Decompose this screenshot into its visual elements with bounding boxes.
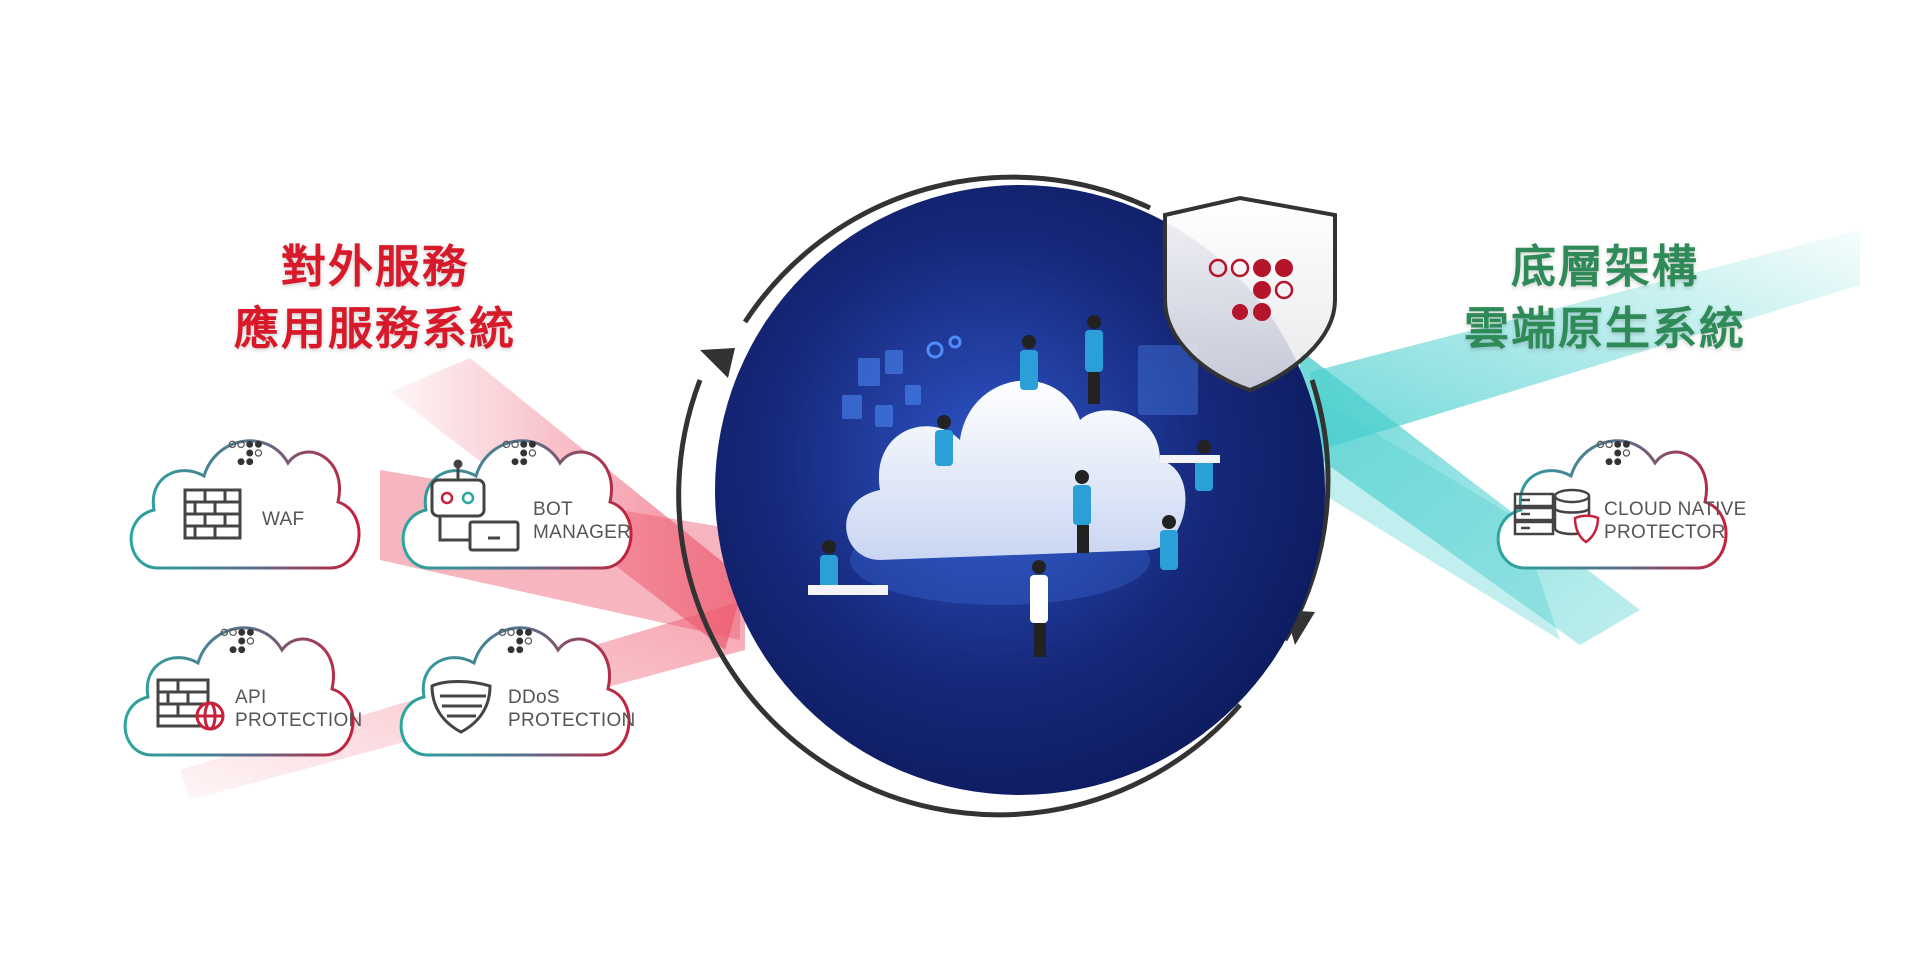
product-card-waf[interactable]: WAF bbox=[129, 439, 361, 570]
people-illustration bbox=[808, 315, 1220, 657]
beam-teal-lower bbox=[1300, 350, 1640, 645]
heading-right-line1: 底層架構 bbox=[1510, 240, 1699, 293]
card-label-ddos-line1: DDoS bbox=[508, 687, 560, 708]
server-database-shield-icon bbox=[1513, 488, 1600, 544]
product-card-cloud-native-protector[interactable]: CLOUD NATIVE PROTECTOR bbox=[1496, 439, 1747, 570]
cycle-arrow-top-left-icon bbox=[700, 348, 735, 378]
card-label-bot-line2: MANAGER bbox=[533, 522, 631, 543]
card-label-cnp-line2: PROTECTOR bbox=[1604, 522, 1726, 543]
product-card-api-protection[interactable]: API PROTECTION bbox=[123, 626, 363, 757]
heading-right-line2: 雲端原生系統 bbox=[1463, 302, 1746, 355]
heading-left-line1: 對外服務 bbox=[280, 240, 469, 293]
brick-wall-icon bbox=[183, 488, 242, 540]
heading-cloud-native: 底層架構 雲端原生系統 bbox=[1420, 236, 1790, 360]
wall-globe-icon bbox=[156, 678, 225, 731]
beam-teal-upper bbox=[1310, 230, 1860, 450]
card-label-ddos-line2: PROTECTION bbox=[508, 710, 636, 731]
brand-shield bbox=[1163, 195, 1337, 393]
card-label-cnp-line1: CLOUD NATIVE bbox=[1604, 499, 1747, 520]
gear-icons bbox=[926, 335, 962, 359]
center-cloud bbox=[846, 380, 1186, 605]
card-label-waf-line1: WAF bbox=[262, 509, 304, 530]
robot-laptop-icon bbox=[430, 459, 520, 552]
heading-left-line2: 應用服務系統 bbox=[233, 302, 516, 355]
beam-teal-tail bbox=[1300, 400, 1560, 640]
shield-stripes-icon bbox=[430, 680, 492, 734]
heading-external-services: 對外服務 應用服務系統 bbox=[190, 236, 560, 360]
product-card-ddos-protection[interactable]: DDoS PROTECTION bbox=[399, 626, 636, 757]
card-label-api-line2: PROTECTION bbox=[235, 710, 363, 731]
card-label-api-line1: API bbox=[235, 687, 267, 708]
brand-logo-icon bbox=[1208, 258, 1294, 321]
card-label-bot-line1: BOT bbox=[533, 499, 573, 520]
product-card-bot-manager[interactable]: BOT MANAGER bbox=[401, 439, 633, 570]
floating-panels bbox=[842, 345, 1198, 427]
